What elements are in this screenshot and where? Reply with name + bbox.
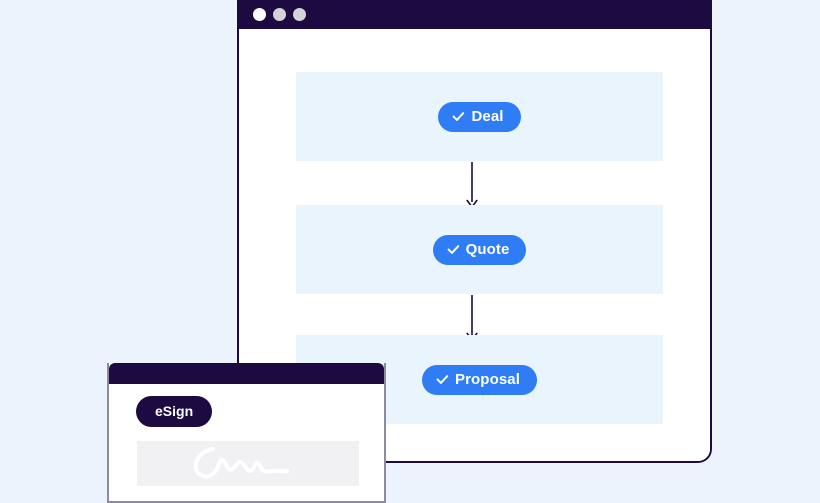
status-pill-deal[interactable]: Deal	[438, 101, 521, 132]
esign-window-titlebar	[109, 363, 384, 384]
status-pill-quote-label: Quote	[465, 240, 510, 258]
signature-field[interactable]	[137, 441, 359, 486]
flow-panel-deal: Deal	[296, 72, 663, 161]
esign-badge-label: eSign	[155, 403, 194, 419]
window-dot-maximize-icon[interactable]	[293, 8, 306, 21]
status-pill-proposal-label: Proposal	[455, 370, 520, 388]
arrow-down-icon-deal-to-quote	[465, 162, 479, 208]
check-icon	[436, 373, 449, 386]
window-dot-minimize-icon[interactable]	[273, 8, 286, 21]
esign-window: eSign	[107, 363, 386, 503]
check-icon	[452, 110, 465, 123]
esign-badge[interactable]: eSign	[136, 396, 213, 427]
status-pill-proposal[interactable]: Proposal	[422, 364, 537, 395]
window-dot-close-icon[interactable]	[253, 8, 266, 21]
status-pill-quote[interactable]: Quote	[432, 234, 527, 265]
check-icon	[447, 243, 460, 256]
flow-panel-quote: Quote	[296, 205, 663, 294]
main-window-titlebar	[239, 0, 710, 29]
esign-window-body: eSign	[109, 384, 384, 501]
status-pill-deal-label: Deal	[471, 107, 504, 125]
